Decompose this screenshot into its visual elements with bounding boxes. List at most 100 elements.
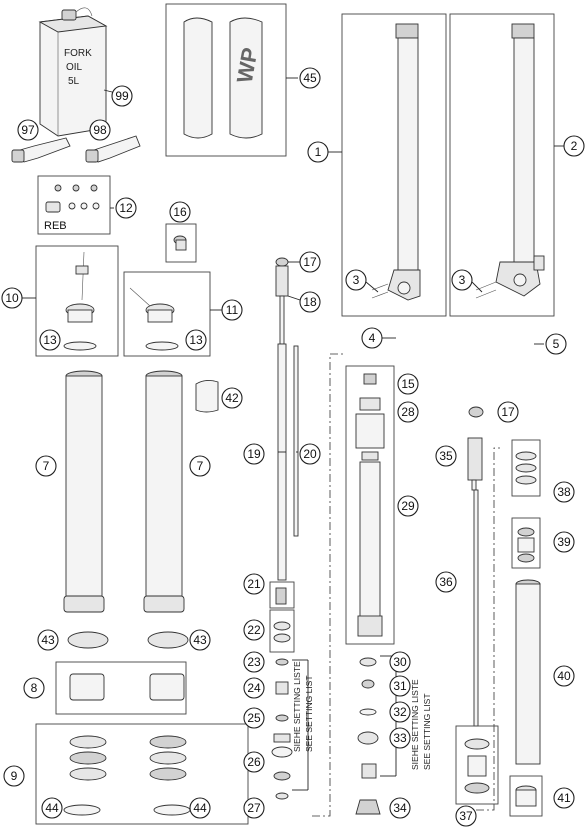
svg-text:26: 26 — [247, 755, 261, 769]
svg-text:98: 98 — [93, 123, 107, 137]
setting-note-de-rod: SIEHE SETTING LISTE — [292, 661, 302, 752]
can-text-fork: FORK — [64, 48, 92, 59]
svg-text:44: 44 — [193, 801, 207, 815]
callout-33: 33 — [389, 727, 411, 749]
cap-assembly-left — [63, 251, 97, 351]
seal-rings — [63, 735, 191, 816]
callout-22: 22 — [243, 619, 265, 641]
callout-39: 39 — [553, 531, 575, 553]
protector-ring-right — [147, 631, 189, 649]
svg-text:5: 5 — [553, 337, 560, 351]
svg-text:27: 27 — [247, 801, 261, 815]
callout-11: 11 — [221, 299, 243, 321]
callout-44-right: 44 — [189, 797, 211, 819]
svg-text:28: 28 — [401, 405, 415, 419]
grease-tube-97 — [11, 137, 71, 163]
callout-25: 25 — [243, 707, 265, 729]
foot-valve-41 — [515, 785, 537, 807]
callout-24: 24 — [243, 677, 265, 699]
svg-text:35: 35 — [439, 449, 453, 463]
svg-text:23: 23 — [247, 655, 261, 669]
svg-text:8: 8 — [31, 681, 38, 695]
setting-note-de-cartridge: SIEHE SETTING LISTE — [410, 679, 420, 770]
callout-40: 40 — [553, 665, 575, 687]
svg-text:29: 29 — [401, 499, 415, 513]
fork-leg-left — [371, 23, 421, 301]
callout-34: 34 — [389, 797, 411, 819]
svg-text:33: 33 — [393, 731, 407, 745]
svg-text:44: 44 — [45, 801, 59, 815]
svg-text:13: 13 — [189, 333, 203, 347]
bolt-16 — [165, 223, 197, 263]
reb-kit-parts — [45, 184, 100, 213]
cartridge-box — [345, 365, 395, 645]
fork-leg-left-box — [341, 13, 447, 317]
svg-text:43: 43 — [193, 633, 207, 647]
svg-text:1: 1 — [315, 145, 322, 159]
setting-note-en-cartridge: SEE SETTING LIST — [422, 693, 432, 770]
callout-38: 38 — [553, 481, 575, 503]
sticker-42 — [195, 379, 219, 413]
cap-assembly-right-box — [123, 271, 211, 357]
fork-protector-box — [165, 3, 287, 157]
can-text-volume: 5L — [68, 76, 80, 87]
callout-30: 30 — [389, 651, 411, 673]
leader-lines — [20, 77, 564, 453]
cartridge — [355, 373, 385, 815]
grease-tube-98 — [85, 135, 141, 163]
svg-text:43: 43 — [41, 633, 55, 647]
svg-text:7: 7 — [197, 459, 204, 473]
callout-13-right: 13 — [185, 329, 207, 351]
callout-20: 20 — [299, 443, 321, 465]
svg-text:18: 18 — [303, 295, 317, 309]
svg-text:38: 38 — [557, 485, 571, 499]
callout-7-right: 7 — [189, 455, 211, 477]
callout-32: 32 — [389, 701, 411, 723]
callout-26: 26 — [243, 751, 265, 773]
svg-text:13: 13 — [43, 333, 57, 347]
svg-text:4: 4 — [369, 331, 376, 345]
svg-text:21: 21 — [247, 577, 261, 591]
reb-label: REB — [44, 220, 67, 232]
outer-tube-left — [63, 370, 105, 613]
fork-protector-right: WP — [229, 17, 263, 139]
svg-text:30: 30 — [393, 655, 407, 669]
callout-41: 41 — [553, 787, 575, 809]
can-text-oil: OIL — [66, 62, 83, 73]
svg-text:36: 36 — [439, 575, 453, 589]
wp-logo: WP — [232, 46, 263, 85]
svg-text:32: 32 — [393, 705, 407, 719]
callout-3-left: 3 — [345, 269, 367, 291]
protector-ring-left — [67, 631, 109, 649]
svg-text:7: 7 — [43, 459, 50, 473]
svg-text:97: 97 — [21, 123, 35, 137]
svg-text:15: 15 — [401, 377, 415, 391]
bushing-kit-box — [55, 661, 187, 715]
callout-17-spring: 17 — [497, 401, 519, 423]
svg-text:16: 16 — [173, 205, 187, 219]
callout-99: 99 — [111, 85, 133, 107]
callout-2: 2 — [563, 135, 585, 157]
svg-text:20: 20 — [303, 447, 317, 461]
svg-text:17: 17 — [303, 255, 317, 269]
cap-assembly-left-box — [35, 245, 119, 357]
callout-3-right: 3 — [451, 269, 473, 291]
assembly-dash-line-a — [312, 353, 346, 817]
callout-16: 16 — [169, 201, 191, 223]
callout-31: 31 — [389, 675, 411, 697]
callout-4: 4 — [361, 327, 383, 349]
callout-23: 23 — [243, 651, 265, 673]
svg-text:17: 17 — [501, 405, 515, 419]
svg-text:25: 25 — [247, 711, 261, 725]
callout-43-left: 43 — [37, 629, 59, 651]
callout-8: 8 — [23, 677, 45, 699]
callout-28: 28 — [397, 401, 419, 423]
svg-text:10: 10 — [5, 291, 19, 305]
svg-text:9: 9 — [11, 769, 18, 783]
reb-kit-box — [37, 175, 111, 235]
callout-21: 21 — [243, 573, 265, 595]
seal-kit-39 — [517, 527, 535, 563]
outer-tube-right — [143, 370, 185, 613]
spring-side-rod — [455, 406, 499, 805]
